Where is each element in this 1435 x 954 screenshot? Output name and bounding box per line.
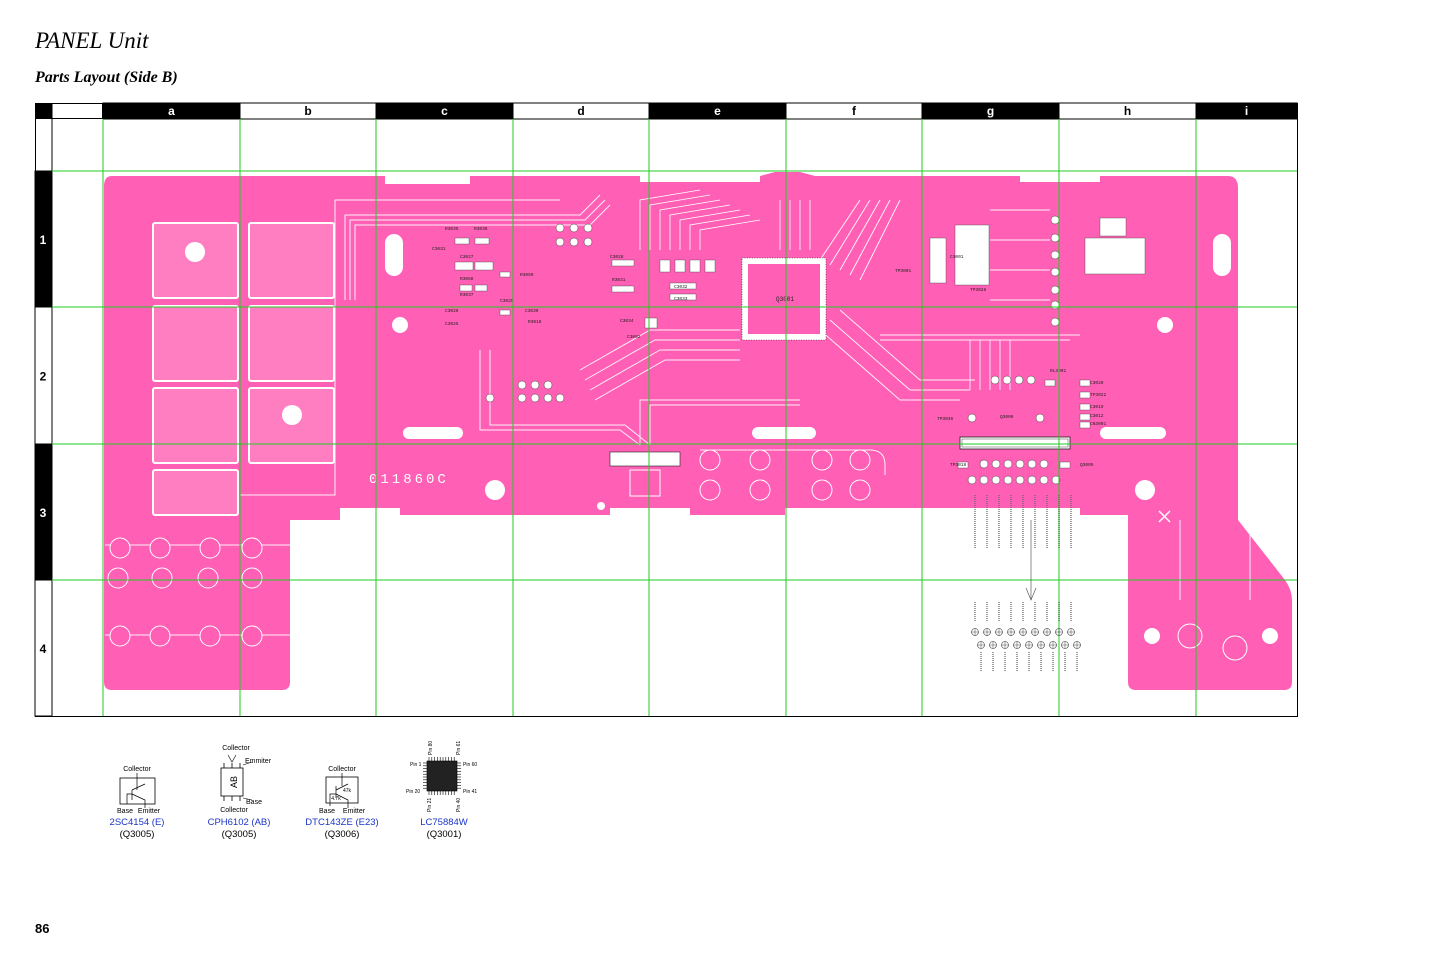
row-label-3: 3: [40, 506, 47, 520]
component-label: C3020: [1090, 380, 1104, 386]
column-headers: a b c d e f g h i: [35, 102, 1298, 120]
column-label-e: e: [714, 104, 721, 118]
component-label: C3012: [1090, 413, 1104, 419]
component-label: RL3001: [1050, 368, 1067, 374]
test-point-detail: [971, 495, 1081, 672]
svg-text:Emmiter: Emmiter: [245, 758, 272, 765]
board-id-label: 011860C: [369, 472, 449, 488]
package-ref-2sc4154: (Q3005): [119, 829, 155, 840]
column-label-c: c: [441, 104, 448, 118]
svg-text:47k: 47k: [343, 788, 352, 794]
svg-text:Pin 40: Pin 40: [456, 798, 462, 812]
package-2sc4154: Collector Base Emitter: [117, 766, 161, 815]
row-label-4: 4: [40, 642, 47, 656]
component-label: TP3036: [937, 416, 954, 422]
package-name-lc75884w: LC75884W: [420, 817, 468, 828]
grid-lines: [52, 119, 1297, 716]
package-cph6102: AB Collector Emmiter Base Collector: [220, 745, 272, 814]
package-name-dtc143ze: DTC143ZE (E23): [305, 817, 379, 828]
component-label: C3027: [460, 254, 474, 260]
svg-text:Collector: Collector: [328, 766, 356, 773]
column-label-i: i: [1245, 104, 1248, 118]
page-subtitle: Parts Layout (Side B): [35, 69, 178, 86]
svg-text:Collector: Collector: [123, 766, 151, 773]
svg-text:Base: Base: [319, 808, 335, 815]
svg-text:Pin 60: Pin 60: [463, 762, 477, 768]
board-outline: [104, 172, 1292, 690]
component-label: Q3005: [1080, 462, 1094, 468]
component-label: C3025: [445, 321, 459, 327]
component-label: C3028: [610, 254, 624, 260]
column-label-d: d: [577, 104, 584, 118]
component-label: C3030: [525, 308, 539, 314]
ic-q3001: Q3001: [741, 257, 827, 341]
component-label: C3019: [1090, 404, 1104, 410]
component-label: R3031: [612, 277, 626, 283]
component-label: CN3001: [1090, 421, 1107, 427]
component-label: TP3018: [950, 462, 967, 468]
component-label: C3002: [627, 334, 641, 340]
component-label: C3001: [950, 254, 964, 260]
row-label-1: 1: [40, 233, 47, 247]
component-label: C3026: [445, 308, 459, 314]
component-label: C3031: [432, 246, 446, 252]
component-label: C3032: [674, 284, 688, 290]
page-number: 86: [35, 921, 50, 936]
svg-text:Pin 20: Pin 20: [406, 789, 420, 795]
component-label: C3034: [620, 318, 634, 324]
svg-text:Pin 41: Pin 41: [463, 789, 477, 795]
column-label-b: b: [304, 104, 311, 118]
svg-text:Collector: Collector: [222, 745, 250, 752]
svg-text:4.7k: 4.7k: [331, 796, 341, 802]
component-label: R3059: [520, 272, 534, 278]
pcb-board: Q3001: [104, 172, 1292, 690]
column-label-f: f: [852, 104, 857, 118]
row-label-2: 2: [40, 370, 47, 384]
svg-text:Emitter: Emitter: [343, 808, 366, 815]
package-lc75884w: Pin 80 Pin 61 Pin 1 Pin 60 Pin 20 Pin 41…: [406, 741, 477, 812]
svg-text:Emitter: Emitter: [138, 808, 161, 815]
row-headers: 1 2 3 4: [34, 103, 53, 717]
component-label: R3037: [460, 292, 474, 298]
svg-text:Pin 80: Pin 80: [428, 741, 434, 755]
package-dtc143ze: Collector 47k 4.7k Base Emitter: [319, 766, 366, 815]
component-label: Q3006: [1000, 414, 1014, 420]
component-label: R3035: [445, 226, 459, 232]
svg-text:Base: Base: [246, 799, 262, 806]
svg-text:Collector: Collector: [220, 807, 248, 814]
column-label-a: a: [168, 104, 175, 118]
svg-text:Base: Base: [117, 808, 133, 815]
component-label: R3036: [474, 226, 488, 232]
component-label: C3033: [674, 296, 688, 302]
svg-text:Q3001: Q3001: [776, 296, 794, 303]
package-ref-lc75884w: (Q3001): [426, 829, 462, 840]
svg-text:AB: AB: [229, 776, 239, 788]
column-label-g: g: [987, 104, 994, 118]
component-label: TP3001: [895, 268, 912, 274]
component-label: TP3022: [1090, 392, 1107, 398]
component-label: C3029: [500, 298, 514, 304]
package-ref-dtc143ze: (Q3006): [324, 829, 360, 840]
package-name-cph6102: CPH6102 (AB): [207, 817, 271, 828]
page-title: PANEL Unit: [35, 28, 149, 53]
column-label-h: h: [1124, 104, 1131, 118]
package-ref-cph6102: (Q3005): [221, 829, 257, 840]
svg-text:Pin 21: Pin 21: [427, 798, 433, 812]
component-label: R3018: [528, 319, 542, 325]
component-label: R3058: [460, 276, 474, 282]
package-name-2sc4154: 2SC4154 (E): [109, 817, 165, 828]
svg-text:Pin 61: Pin 61: [456, 741, 462, 755]
component-label: TP3028: [970, 287, 987, 293]
svg-text:Pin 1: Pin 1: [410, 762, 422, 768]
